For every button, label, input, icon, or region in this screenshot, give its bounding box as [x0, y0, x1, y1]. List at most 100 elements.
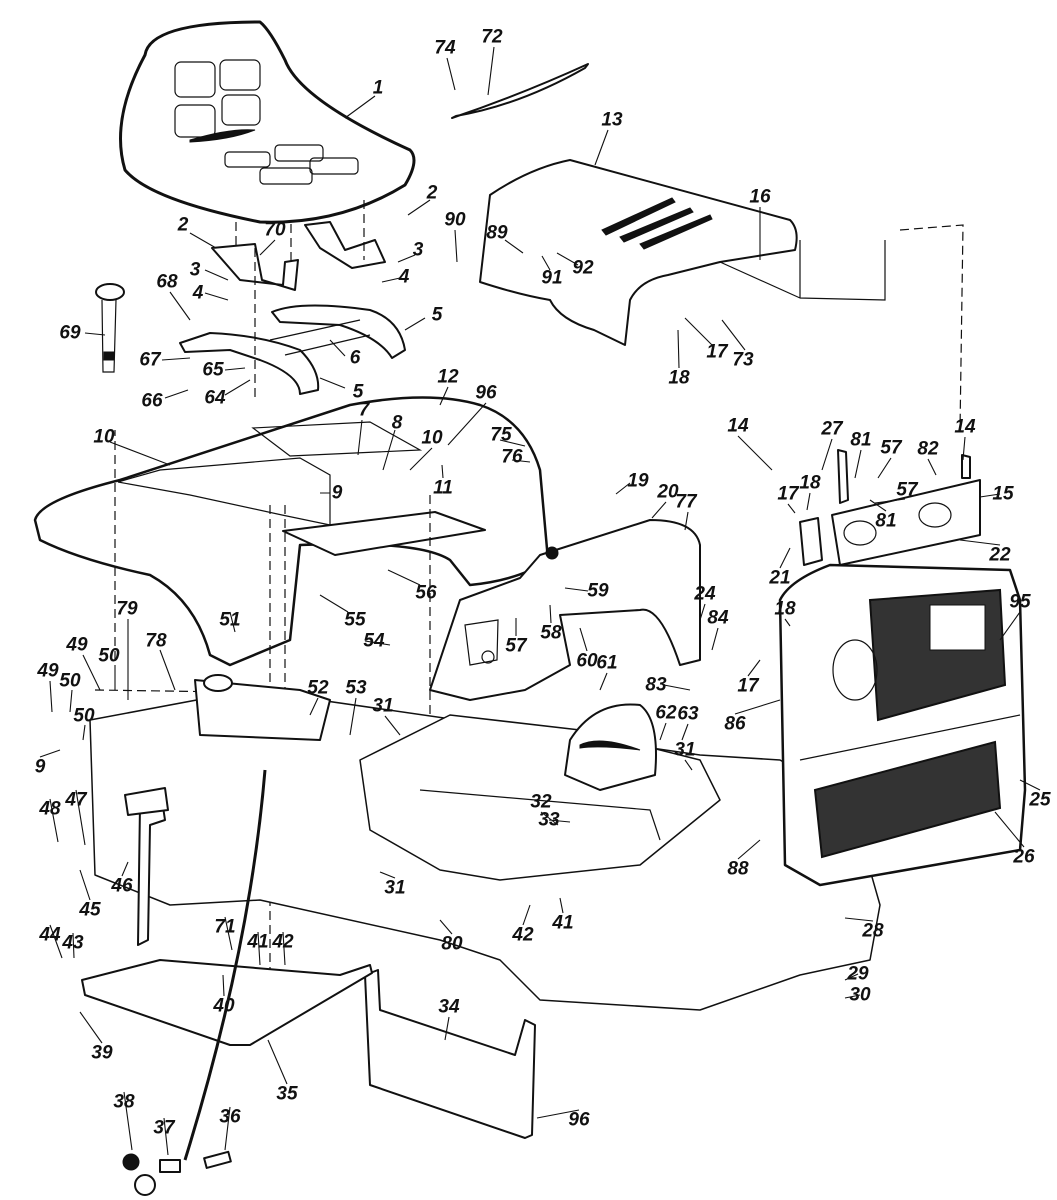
- callout-c42a: 42: [512, 924, 534, 946]
- callout-c10a: 10: [93, 426, 115, 448]
- callout-c96a: 96: [475, 382, 497, 404]
- callout-c3b: 3: [412, 239, 424, 261]
- battery-cover-part: [364, 969, 536, 1139]
- callout-c37: 37: [153, 1117, 175, 1139]
- callout-c7: 7: [358, 399, 370, 421]
- callout-c91: 91: [541, 267, 563, 289]
- callout-c2a: 2: [177, 214, 189, 236]
- callout-c31c: 31: [384, 877, 406, 899]
- callout-c28: 28: [862, 920, 884, 942]
- callout-c4a: 4: [192, 282, 204, 304]
- callout-c54: 54: [363, 630, 385, 652]
- callout-c20: 20: [657, 481, 679, 503]
- leader-lines: [39, 46, 1041, 1156]
- callout-c46: 46: [111, 875, 133, 897]
- callout-c11: 11: [433, 477, 453, 499]
- callout-c8: 8: [391, 412, 403, 434]
- callout-c14b: 14: [954, 416, 976, 438]
- callout-c17a: 17: [706, 341, 728, 363]
- callout-c42b: 42: [272, 931, 294, 953]
- callout-c10b: 10: [421, 427, 443, 449]
- callout-c50b: 50: [59, 670, 81, 692]
- callout-c33: 33: [538, 809, 560, 831]
- callout-c68: 68: [156, 271, 178, 293]
- callout-c45: 45: [79, 899, 101, 921]
- callout-c58: 58: [540, 622, 562, 644]
- callout-c50a: 50: [98, 645, 120, 667]
- callout-c49b: 49: [37, 660, 59, 682]
- callout-c15: 15: [992, 483, 1014, 505]
- callout-c9b: 9: [34, 756, 46, 778]
- callout-c34: 34: [438, 996, 460, 1018]
- callout-c47: 47: [65, 789, 87, 811]
- callout-c16: 16: [749, 186, 771, 208]
- callout-c18a: 18: [668, 367, 690, 389]
- callout-c31b: 31: [674, 739, 696, 761]
- callout-c82: 82: [917, 438, 939, 460]
- callout-c59: 59: [587, 580, 609, 602]
- callout-c26: 26: [1013, 846, 1035, 868]
- callout-c19: 19: [627, 470, 649, 492]
- callout-c77: 77: [675, 491, 697, 513]
- seat-part: [119, 20, 416, 224]
- grille-part: [778, 563, 1027, 887]
- callout-c14a: 14: [727, 415, 749, 437]
- seat-adjuster-part: [95, 283, 125, 373]
- callout-c89: 89: [486, 222, 508, 244]
- callout-c39: 39: [91, 1042, 113, 1064]
- callout-c95: 95: [1009, 591, 1031, 613]
- callout-c50c: 50: [73, 705, 95, 727]
- callout-c4b: 4: [398, 266, 410, 288]
- callout-c86: 86: [724, 713, 746, 735]
- callout-c57a: 57: [505, 635, 527, 657]
- callout-c52: 52: [307, 677, 329, 699]
- callout-c48: 48: [39, 798, 61, 820]
- callout-c61: 61: [596, 652, 618, 674]
- callout-c17c: 17: [737, 675, 759, 697]
- callout-c43: 43: [62, 932, 84, 954]
- chassis-frame-part: [89, 689, 881, 1011]
- dash-panel-part: [429, 519, 701, 701]
- callout-c9a: 9: [331, 482, 343, 504]
- callout-c66: 66: [141, 390, 163, 412]
- callout-c80: 80: [441, 933, 463, 955]
- callout-c12: 12: [437, 366, 459, 388]
- callout-c2b: 2: [426, 182, 438, 204]
- callout-c71: 71: [214, 916, 236, 938]
- callout-c81b: 81: [875, 510, 897, 532]
- callout-c31a: 31: [372, 695, 394, 717]
- callout-c63: 63: [677, 703, 699, 725]
- callout-c65: 65: [202, 359, 224, 381]
- callout-c74: 74: [434, 37, 456, 59]
- callout-c17b: 17: [777, 483, 799, 505]
- callout-c76: 76: [501, 446, 523, 468]
- callout-c90: 90: [444, 209, 466, 231]
- callout-c75: 75: [490, 424, 512, 446]
- callout-c69: 69: [59, 322, 81, 344]
- callout-c57c: 57: [896, 479, 918, 501]
- hood-part: [479, 159, 964, 431]
- callout-c1: 1: [372, 77, 384, 99]
- callout-c25: 25: [1029, 789, 1051, 811]
- callout-c92: 92: [572, 257, 594, 279]
- callout-c18b: 18: [799, 472, 821, 494]
- callout-c88: 88: [727, 858, 749, 880]
- callout-c51: 51: [219, 609, 241, 631]
- callout-c70: 70: [264, 219, 286, 241]
- callout-c57b: 57: [880, 437, 902, 459]
- callout-c56: 56: [415, 582, 437, 604]
- callout-c30: 30: [849, 984, 871, 1006]
- callout-c3a: 3: [189, 259, 201, 281]
- callout-c72: 72: [481, 26, 503, 48]
- callout-c40: 40: [213, 995, 235, 1017]
- callout-c35: 35: [276, 1083, 298, 1105]
- callout-c13: 13: [601, 109, 623, 131]
- callout-c53: 53: [345, 677, 367, 699]
- callout-c32: 32: [530, 791, 552, 813]
- callout-c64: 64: [204, 387, 226, 409]
- callout-c79: 79: [116, 598, 138, 620]
- callout-c55: 55: [344, 609, 366, 631]
- callout-c44: 44: [39, 924, 61, 946]
- callout-c24: 24: [694, 583, 716, 605]
